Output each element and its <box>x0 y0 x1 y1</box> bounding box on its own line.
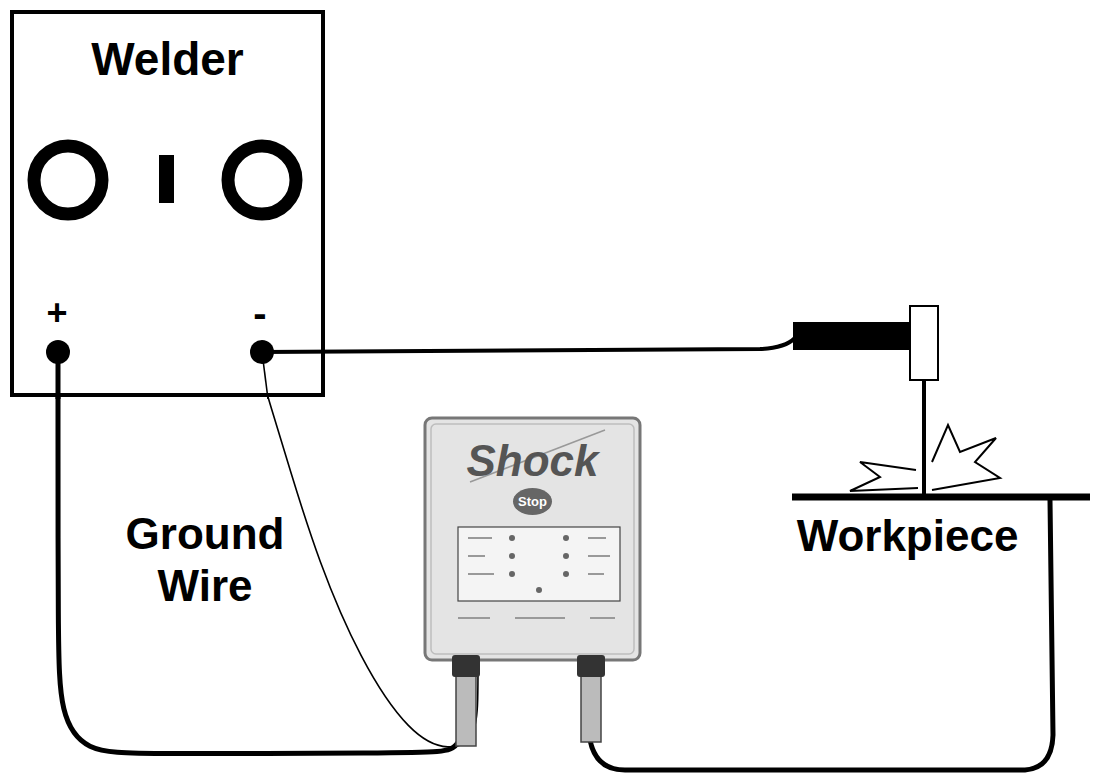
sense-wire <box>268 397 478 747</box>
ground-wire <box>58 397 465 754</box>
panel-markings <box>458 538 615 618</box>
terminal-sign: - <box>230 290 290 336</box>
arc-spark <box>850 462 918 491</box>
electrode-cable <box>262 338 795 352</box>
welder-box: Welder <box>10 10 325 397</box>
torch-handle <box>793 322 910 350</box>
status-leds <box>509 535 569 593</box>
minus-terminal <box>250 340 274 364</box>
shock-stop-device: ShockStop <box>425 418 640 660</box>
cable-sleeve <box>456 672 476 746</box>
welder-knob <box>34 146 102 214</box>
work-lead <box>590 500 1053 770</box>
cable-gland <box>452 655 480 677</box>
wire-label: Ground Wire <box>105 508 305 612</box>
label-text: + <box>27 292 87 333</box>
part-label: Workpiece <box>770 510 1045 561</box>
device-housing <box>425 418 640 660</box>
status-panel <box>458 527 620 601</box>
workpiece-plate <box>792 494 1090 501</box>
label-text: Workpiece <box>770 510 1045 561</box>
terminal-sign: + <box>27 292 87 333</box>
brand-name: Shock <box>425 436 640 486</box>
welder-switch <box>159 155 174 203</box>
plus-terminal <box>46 340 70 364</box>
torch-nozzle <box>910 306 938 380</box>
cable-sleeve <box>581 672 601 742</box>
stop-badge: Stop <box>513 488 552 515</box>
welder-knob <box>228 146 296 214</box>
device-title: Welder <box>14 32 321 86</box>
electrode <box>922 380 926 494</box>
label-text: Ground Wire <box>105 508 305 612</box>
cable-gland <box>577 655 605 677</box>
label-text: - <box>230 290 290 336</box>
arc-spark <box>932 425 1000 490</box>
